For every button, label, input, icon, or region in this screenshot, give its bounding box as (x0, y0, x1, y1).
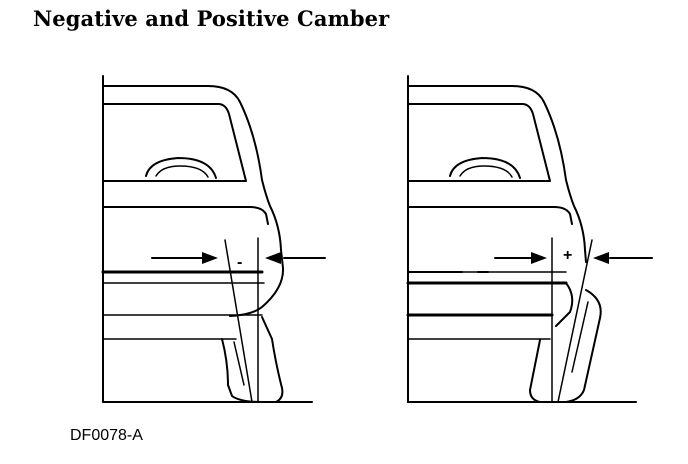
diagram-title: Negative and Positive Camber (33, 6, 390, 31)
bumper-corner (555, 282, 574, 327)
headrest (145, 157, 217, 179)
headrest (449, 157, 521, 179)
car-body-outline (407, 85, 587, 263)
positive-camber-sign: + (563, 247, 572, 264)
negative-camber-sign: - (237, 254, 242, 271)
rear-window (407, 103, 551, 182)
negative-camber-panel: - (101, 75, 326, 403)
tire (221, 316, 284, 403)
left-arrow-head (531, 252, 547, 264)
right-arrow-head (593, 252, 609, 264)
headrest-inner (155, 165, 209, 178)
trunk-edge (407, 206, 573, 225)
tire-tread (571, 301, 589, 373)
figure-id: DF0078-A (70, 427, 143, 444)
tire-tread (233, 341, 245, 386)
left-arrow-head (202, 252, 218, 264)
right-arrow-head (265, 252, 281, 264)
trunk-edge (102, 206, 269, 225)
tire-centerline (557, 239, 593, 403)
headrest-inner (459, 165, 513, 178)
tire (529, 289, 602, 403)
rear-window (102, 103, 247, 182)
positive-camber-panel: + (406, 75, 653, 403)
car-body-outline (102, 85, 285, 317)
tire-centerline (224, 239, 253, 403)
